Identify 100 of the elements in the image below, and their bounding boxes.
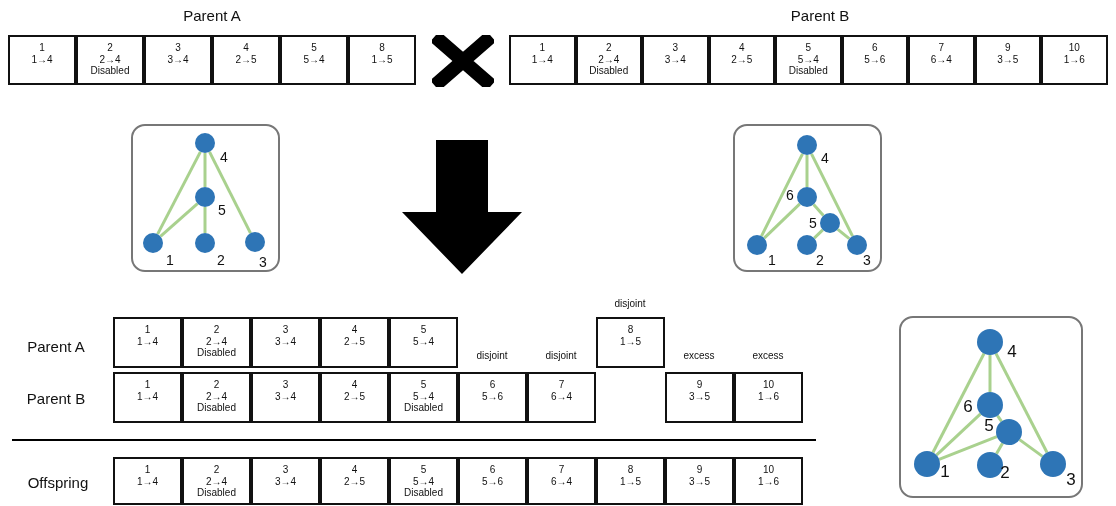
gene-box bbox=[320, 317, 389, 368]
network-node bbox=[797, 235, 817, 255]
connection-line bbox=[156, 151, 202, 235]
connection-label: 5→4 bbox=[303, 53, 325, 65]
gene-box bbox=[320, 372, 389, 423]
connection-label: 3→4 bbox=[274, 475, 297, 487]
innovation-number: 9 bbox=[696, 464, 703, 476]
status-label: Disabled bbox=[197, 347, 236, 359]
gene-box bbox=[734, 372, 803, 423]
connection-label: 2→5 bbox=[731, 53, 753, 65]
connection-line bbox=[836, 228, 851, 240]
gene-box bbox=[8, 35, 76, 85]
gene-box bbox=[113, 372, 182, 423]
gene-box bbox=[251, 317, 320, 368]
innovation-number: 2 bbox=[213, 464, 220, 476]
connection-line bbox=[994, 352, 1049, 454]
gene-box bbox=[182, 372, 251, 423]
innovation-number: 2 bbox=[605, 42, 612, 54]
innovation-number: 4 bbox=[351, 379, 358, 391]
connection-label: 2→4 bbox=[205, 390, 228, 402]
node-number: 4 bbox=[821, 150, 829, 166]
node-number: 1 bbox=[940, 462, 950, 482]
gene-box bbox=[1041, 35, 1108, 85]
connection-line bbox=[760, 153, 804, 237]
gene-box bbox=[642, 35, 709, 85]
network-node bbox=[797, 135, 817, 155]
node-number: 3 bbox=[863, 252, 871, 268]
innovation-number: 3 bbox=[282, 464, 289, 476]
network-node bbox=[914, 451, 940, 477]
node-number: 2 bbox=[217, 252, 225, 268]
gene-box bbox=[144, 35, 212, 85]
connection-label: 5→4 bbox=[412, 335, 435, 347]
node-number: 4 bbox=[220, 149, 228, 165]
innovation-number: 6 bbox=[489, 379, 496, 391]
gene-box bbox=[575, 35, 642, 85]
node-number: 1 bbox=[166, 252, 174, 268]
connection-label: 2→4 bbox=[598, 53, 620, 65]
gene-category-label: excess bbox=[752, 349, 784, 361]
connection-label: 3→4 bbox=[274, 390, 297, 402]
connection-label: 5→6 bbox=[864, 53, 886, 65]
gene-box bbox=[389, 372, 458, 423]
connection-label: 5→6 bbox=[481, 475, 504, 487]
innovation-number: 3 bbox=[175, 42, 181, 54]
connection-label: 1→6 bbox=[757, 390, 780, 402]
connection-label: 5→4 bbox=[412, 390, 435, 402]
status-label: Disabled bbox=[197, 487, 236, 499]
innovation-number: 7 bbox=[558, 379, 565, 391]
network-node bbox=[1040, 451, 1066, 477]
network-node bbox=[847, 235, 867, 255]
status-label: Disabled bbox=[788, 65, 828, 77]
connection-label: 1→4 bbox=[136, 475, 159, 487]
connection-line bbox=[935, 412, 982, 457]
innovation-number: 1 bbox=[539, 42, 546, 54]
innovation-number: 10 bbox=[762, 379, 775, 391]
genome-title: Parent B bbox=[790, 6, 850, 24]
gene-box bbox=[974, 35, 1041, 85]
node-number: 5 bbox=[218, 202, 226, 218]
connection-label: 2→4 bbox=[205, 335, 228, 347]
node-number: 1 bbox=[768, 252, 776, 268]
network-node bbox=[797, 187, 817, 207]
network-panel bbox=[733, 124, 882, 272]
connection-label: 3→4 bbox=[167, 53, 189, 65]
network-node bbox=[820, 213, 840, 233]
gene-box bbox=[389, 457, 458, 505]
node-number: 6 bbox=[963, 397, 973, 417]
genome-title: Parent A bbox=[183, 6, 241, 24]
network-node bbox=[977, 329, 1003, 355]
connection-line bbox=[763, 202, 801, 240]
connection-label: 1→4 bbox=[136, 335, 159, 347]
network-node bbox=[977, 392, 1003, 418]
connection-label: 3→5 bbox=[688, 475, 711, 487]
connection-label: 5→4 bbox=[412, 475, 435, 487]
gene-box bbox=[665, 457, 734, 505]
gene-category-label: excess bbox=[683, 349, 715, 361]
node-number: 3 bbox=[259, 254, 267, 270]
innovation-number: 5 bbox=[420, 379, 427, 391]
connection-label: 2→4 bbox=[99, 53, 121, 65]
innovation-number: 2 bbox=[107, 42, 113, 54]
connection-label: 3→4 bbox=[664, 53, 686, 65]
connection-line bbox=[1018, 438, 1044, 458]
innovation-number: 8 bbox=[627, 324, 634, 336]
connection-line bbox=[810, 153, 854, 237]
innovation-number: 2 bbox=[213, 324, 220, 336]
gene-box bbox=[665, 372, 734, 423]
innovation-number: 4 bbox=[738, 42, 745, 54]
innovation-number: 1 bbox=[144, 324, 151, 336]
connection-label: 3→5 bbox=[688, 390, 711, 402]
node-number: 6 bbox=[786, 187, 794, 203]
connection-label: 6→4 bbox=[550, 390, 573, 402]
innovation-number: 6 bbox=[489, 464, 496, 476]
gene-box bbox=[182, 317, 251, 368]
connection-label: 5→4 bbox=[797, 53, 819, 65]
network-panel bbox=[131, 124, 280, 272]
connection-label: 1→4 bbox=[136, 390, 159, 402]
connection-line bbox=[805, 155, 809, 187]
innovation-number: 5 bbox=[311, 42, 317, 54]
gene-box bbox=[113, 317, 182, 368]
connection-line bbox=[208, 151, 252, 234]
connection-label: 6→4 bbox=[930, 53, 952, 65]
innovation-number: 10 bbox=[762, 464, 775, 476]
